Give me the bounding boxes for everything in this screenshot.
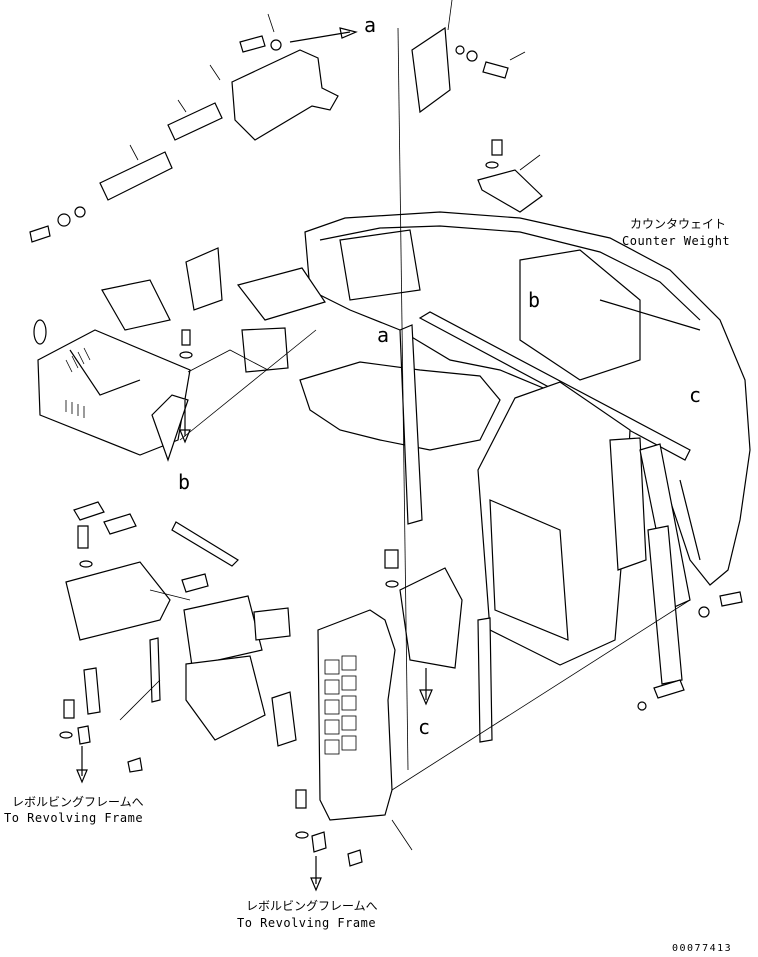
right-lower-bracket [637,443,743,711]
counterweight-body [304,211,751,586]
small-cover [477,139,543,213]
reference-label-c-right: c [689,383,702,407]
center-louver-panel [317,549,493,851]
document-number: 00077413 [672,943,733,954]
revolving-frame-left-jp-label: レボルビングフレームへ [12,795,144,809]
counterweight-jp-label: カウンタウェイト [630,217,727,231]
reference-label-a-mid: a [377,323,390,347]
right-side-cover [477,381,647,666]
reference-label-c-mid: c [418,715,431,739]
leader-lines [119,27,691,791]
counterweight-en-label: Counter Weight [622,234,731,248]
top-right-plate [411,0,526,114]
reference-label-a-top: a [364,13,377,37]
top-bracket-assembly [29,13,358,243]
revolving-frame-bottom-jp-label: レボルビングフレームへ [246,899,378,913]
revolving-frame-outline [299,361,501,451]
revolving-frame-bottom-en-label: To Revolving Frame [237,916,377,930]
revolving-frame-left-en-label: To Revolving Frame [4,811,144,825]
left-cover-group [33,247,326,462]
louver-grid [324,655,357,755]
lower-left-assembly [59,501,363,892]
reference-label-b-left: b [178,470,191,494]
left-cover-slots [65,347,91,418]
reference-label-b-right: b [528,288,541,312]
